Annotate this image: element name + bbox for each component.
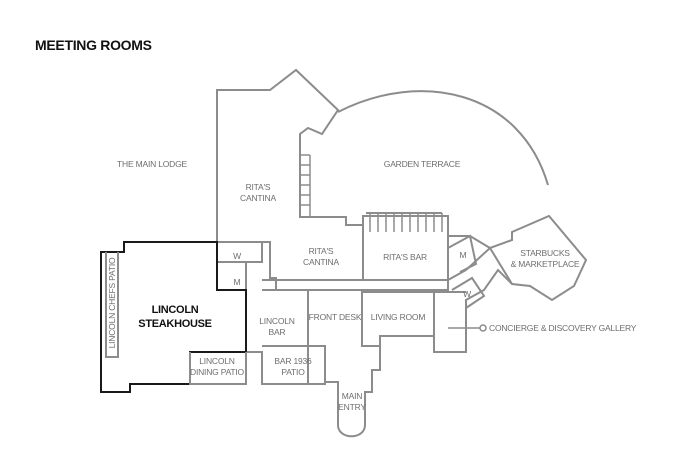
label-starbucks-2: & MARKETPLACE [511,259,580,269]
label-ritas-bar: RITA'S BAR [383,252,427,262]
stairs-upper [300,154,311,217]
restroom-m-walls [216,262,246,291]
main-building-outline [216,68,588,438]
garden-terrace-arc [337,90,549,186]
concierge-pointer-dot [479,324,487,332]
label-lincoln-dining-patio-1: LINCOLN [199,356,235,366]
label-ritas-cantina-upper-2: CANTINA [240,193,276,203]
label-main-entry-2: ENTRY [338,402,366,412]
label-ritas-cantina-upper-1: RITA'S [246,182,271,192]
label-lincoln-steakhouse-2: STEAKHOUSE [138,318,211,330]
label-living-room: LIVING ROOM [371,312,426,322]
label-lincoln-dining-patio-2: DINING PATIO [190,367,245,377]
lobby-walls [262,290,380,384]
chefs-patio-strip [105,252,119,358]
label-front-desk: FRONT DESK [309,312,362,322]
page-title: MEETING ROOMS [35,37,152,53]
label-restroom-w-right: W [463,289,471,299]
label-lincoln-bar-2: BAR [269,327,286,337]
label-main-lodge: THE MAIN LODGE [117,159,187,169]
label-starbucks-1: STARBUCKS [520,248,570,258]
ritas-bar-walls [362,225,467,282]
label-lincoln-chefs-patio: LINCOLN CHEFS PATIO [107,257,117,348]
label-concierge: CONCIERGE & DISCOVERY GALLERY [489,323,637,333]
label-bar-1936-patio-1: BAR 1936 [274,356,312,366]
label-restroom-w-left: W [233,251,241,261]
w-restroom-right [451,276,486,309]
label-lincoln-bar-1: LINCOLN [259,316,295,326]
dining-patio-box [189,352,247,385]
label-restroom-m-right: M [460,250,467,260]
label-restroom-m-left: M [234,277,241,287]
label-garden-terrace: GARDEN TERRACE [384,159,461,169]
ritas-bar-railing [366,212,443,232]
label-bar-1936-patio-2: PATIO [281,367,305,377]
starbucks-connector [465,246,513,285]
label-ritas-cantina-lower-1: RITA'S [309,246,334,256]
label-lincoln-steakhouse-1: LINCOLN [152,304,199,316]
corridor-walls [262,279,449,291]
label-ritas-cantina-lower-2: CANTINA [303,257,339,267]
label-main-entry-1: MAIN [342,391,363,401]
